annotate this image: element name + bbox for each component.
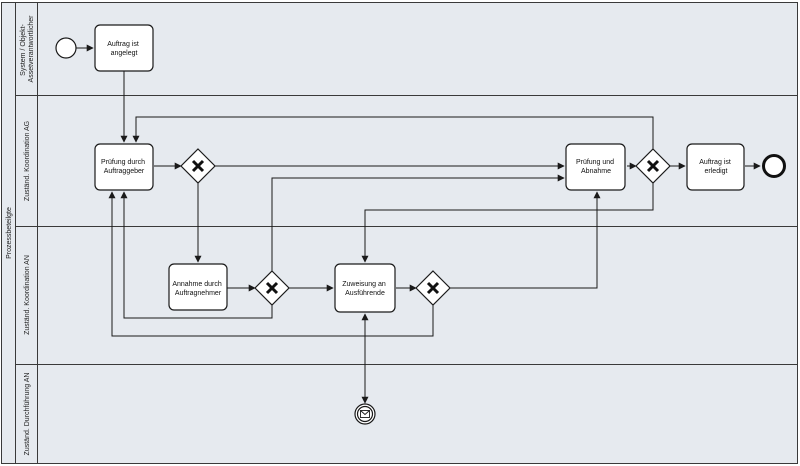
flow-gateway2-to-abnahme — [271, 174, 565, 271]
lane-body-durchfuehrung-an — [37, 364, 798, 464]
end-event[interactable] — [762, 154, 786, 178]
task-pruefung-durch-auftraggeber[interactable]: Prüfung durch Auftraggeber — [94, 143, 154, 191]
task-auftrag-ist-erledigt[interactable]: Auftrag ist erledigt — [686, 143, 745, 191]
gateway-exclusive-2[interactable] — [254, 270, 290, 306]
sequence-flows — [76, 44, 761, 404]
flow-gateway4-to-zuweisung — [361, 183, 654, 263]
lane-label-koordination-ag: Zuständ. Koordination AG — [24, 121, 31, 201]
message-event[interactable] — [354, 403, 376, 425]
task-label: Prüfung und Abnahme — [576, 159, 616, 175]
task-label: Auftrag ist erledigt — [699, 159, 732, 175]
flow-gateway3-to-abnahme — [450, 191, 601, 289]
task-zuweisung-an-ausfuehrende[interactable]: Zuweisung an Ausführende — [334, 263, 396, 313]
task-pruefung-und-abnahme[interactable]: Prüfung und Abnahme — [565, 143, 626, 191]
lane-body-koordination-an — [37, 226, 798, 365]
x-mark-icon — [191, 159, 205, 173]
gateway-exclusive-1[interactable] — [180, 148, 216, 184]
x-mark-icon — [426, 281, 440, 295]
envelope-icon — [360, 410, 370, 418]
lane-label-system: System / Objekt- Assetverantwortlicher — [20, 15, 35, 83]
lane-koordination-an: Zuständ. Koordination AN — [15, 226, 798, 365]
flow-gateway4-back-to-pruefung — [132, 116, 654, 149]
task-auftrag-ist-angelegt[interactable]: Auftrag ist angelegt — [94, 24, 154, 72]
x-mark-icon — [646, 159, 660, 173]
x-mark-icon — [265, 281, 279, 295]
flow-gateway2-back-to-pruefung — [120, 191, 273, 319]
start-event[interactable] — [55, 37, 77, 59]
flow-gateway3-back-to-pruefung — [108, 191, 434, 337]
pool-label: Prozessbeteilgte — [6, 207, 13, 259]
task-label: Prüfung durch Auftraggeber — [101, 159, 147, 175]
task-label: Zuweisung an Ausführende — [342, 281, 388, 297]
lane-label-durchfuehrung-an: Zuständ. Durchführung AN — [24, 373, 31, 456]
lane-label-koordination-an: Zuständ. Koordination AN — [24, 255, 31, 335]
task-annahme-durch-auftragnehmer[interactable]: Annahme durch Auftragnehmer — [168, 263, 228, 311]
lane-durchfuehrung-an: Zuständ. Durchführung AN — [15, 364, 798, 464]
task-label: Auftrag ist angelegt — [107, 41, 140, 57]
gateway-exclusive-3[interactable] — [415, 270, 451, 306]
lane-koordination-ag: Zuständ. Koordination AG — [15, 95, 798, 227]
task-label: Annahme durch Auftragnehmer — [172, 281, 223, 297]
gateway-exclusive-4[interactable] — [635, 148, 671, 184]
